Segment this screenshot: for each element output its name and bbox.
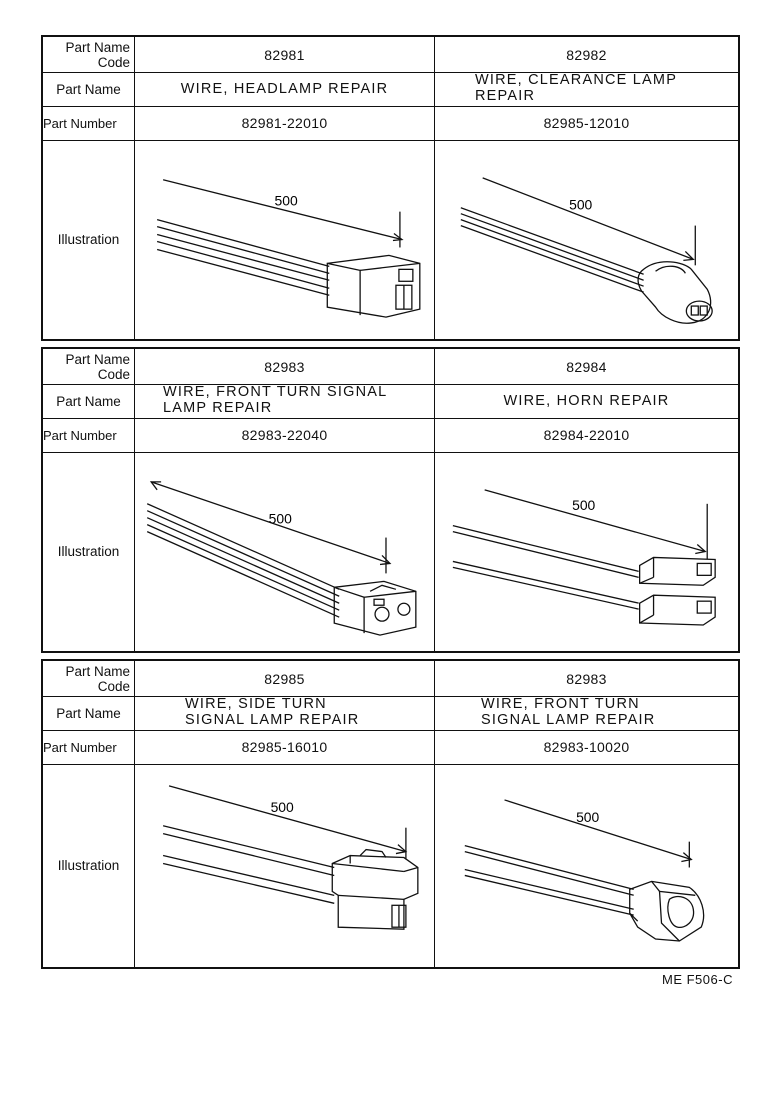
illustration-cell: 500 [435, 764, 738, 967]
part-name-line: WIRE, SIDE TURN [185, 696, 327, 712]
part-name-label: Part Name [43, 72, 135, 106]
dimension-label: 500 [569, 197, 592, 213]
part-name-row: Part Name WIRE, FRONT TURN SIGNAL LAMP R… [43, 384, 738, 419]
illustration-label: Illustration [43, 452, 135, 651]
side-turn-signal-wire-connector-drawing: 500 [162, 785, 419, 930]
part-number-label: Part Number [43, 730, 135, 764]
part-name-line: SIGNAL LAMP REPAIR [481, 712, 656, 728]
dimension-label: 500 [269, 511, 292, 527]
part-number-row: Part Number 82981-22010 82985-12010 [43, 106, 738, 141]
part-name-line: SIGNAL LAMP REPAIR [185, 712, 360, 728]
part-name-line: REPAIR [475, 88, 536, 104]
page-reference-code: ME F506-C [662, 972, 733, 987]
part-name-value: WIRE, FRONT TURN SIGNAL LAMP REPAIR [135, 384, 435, 418]
part-number-value: 82984-22010 [543, 427, 630, 443]
dimension-label: 500 [576, 809, 599, 825]
clearance-lamp-wire-connector-drawing: 500 [460, 177, 713, 324]
part-name-line: WIRE, HORN REPAIR [503, 393, 670, 409]
part-name-line: WIRE, CLEARANCE LAMP [475, 72, 678, 88]
part-number-row: Part Number 82985-16010 82983-10020 [43, 730, 738, 765]
part-number-value: 82985-16010 [135, 730, 435, 764]
illustration-label: Illustration [43, 764, 135, 967]
front-turn-signal-wire-connector-drawing: 500 [146, 481, 417, 636]
illustration-row: Illustration [43, 452, 738, 651]
part-name-code-row: Part Name Code 82983 82984 [43, 349, 738, 385]
illustration-row: Illustration [43, 140, 738, 339]
part-name-code-value: 82983 [566, 670, 607, 687]
part-name-row: Part Name WIRE, SIDE TURN SIGNAL LAMP RE… [43, 696, 738, 731]
dimension-label: 500 [271, 799, 294, 815]
part-number-value: 82981-22010 [135, 106, 435, 140]
part-name-row: Part Name WIRE, HEADLAMP REPAIR WIRE, CL… [43, 72, 738, 107]
part-name-line: WIRE, FRONT TURN SIGNAL [163, 384, 388, 400]
part-name-line: WIRE, HEADLAMP REPAIR [180, 81, 389, 97]
part-name-line: LAMP REPAIR [163, 400, 273, 416]
dimension-label: 500 [572, 497, 595, 513]
part-number-value: 82985-12010 [543, 115, 630, 131]
part-name-value: WIRE, FRONT TURN SIGNAL LAMP REPAIR [435, 696, 738, 730]
part-number-value: 82983-22040 [135, 418, 435, 452]
parts-table-block-3: Part Name Code 82985 82983 Part Name WIR… [41, 659, 740, 969]
part-name-label: Part Name [43, 696, 135, 730]
illustration-cell: 500 [435, 452, 738, 651]
part-name-code-row: Part Name Code 82981 82982 [43, 37, 738, 73]
part-name-code-label: Part Name Code [43, 349, 135, 384]
illustration-cell: 500 [135, 764, 435, 967]
parts-table-block-2: Part Name Code 82983 82984 Part Name WIR… [41, 347, 740, 653]
part-name-value: WIRE, HEADLAMP REPAIR [135, 72, 435, 106]
illustration-cell: 500 [135, 452, 435, 651]
part-number-value: 82983-10020 [543, 739, 630, 755]
illustration-row: Illustration [43, 764, 738, 967]
front-turn-signal-wire-connector-drawing-2: 500 [464, 799, 705, 942]
part-name-value: WIRE, HORN REPAIR [435, 384, 738, 418]
illustration-label: Illustration [43, 140, 135, 339]
part-number-row: Part Number 82983-22040 82984-22010 [43, 418, 738, 453]
horn-wire-connector-drawing: 500 [452, 489, 716, 626]
part-name-label: Part Name [43, 384, 135, 418]
part-name-line: WIRE, FRONT TURN [481, 696, 640, 712]
part-name-code-label: Part Name Code [43, 661, 135, 696]
illustration-cell: 500 [435, 140, 738, 339]
illustration-cell: 500 [135, 140, 435, 339]
dimension-label: 500 [275, 193, 298, 209]
parts-table-block-1: Part Name Code 82981 82982 Part Name WIR… [41, 35, 740, 341]
part-name-code-value: 82984 [566, 358, 607, 375]
part-name-code-row: Part Name Code 82985 82983 [43, 661, 738, 697]
part-name-code-value: 82982 [566, 46, 607, 63]
part-number-label: Part Number [43, 418, 135, 452]
part-number-label: Part Number [43, 106, 135, 140]
part-name-value: WIRE, SIDE TURN SIGNAL LAMP REPAIR [135, 696, 435, 730]
part-name-code-value: 82981 [135, 37, 435, 72]
part-name-code-label: Part Name Code [43, 37, 135, 72]
headlamp-wire-connector-drawing: 500 [156, 179, 421, 318]
part-name-code-value: 82983 [135, 349, 435, 384]
part-name-code-value: 82985 [135, 661, 435, 696]
part-name-value: WIRE, CLEARANCE LAMP REPAIR [435, 72, 738, 106]
